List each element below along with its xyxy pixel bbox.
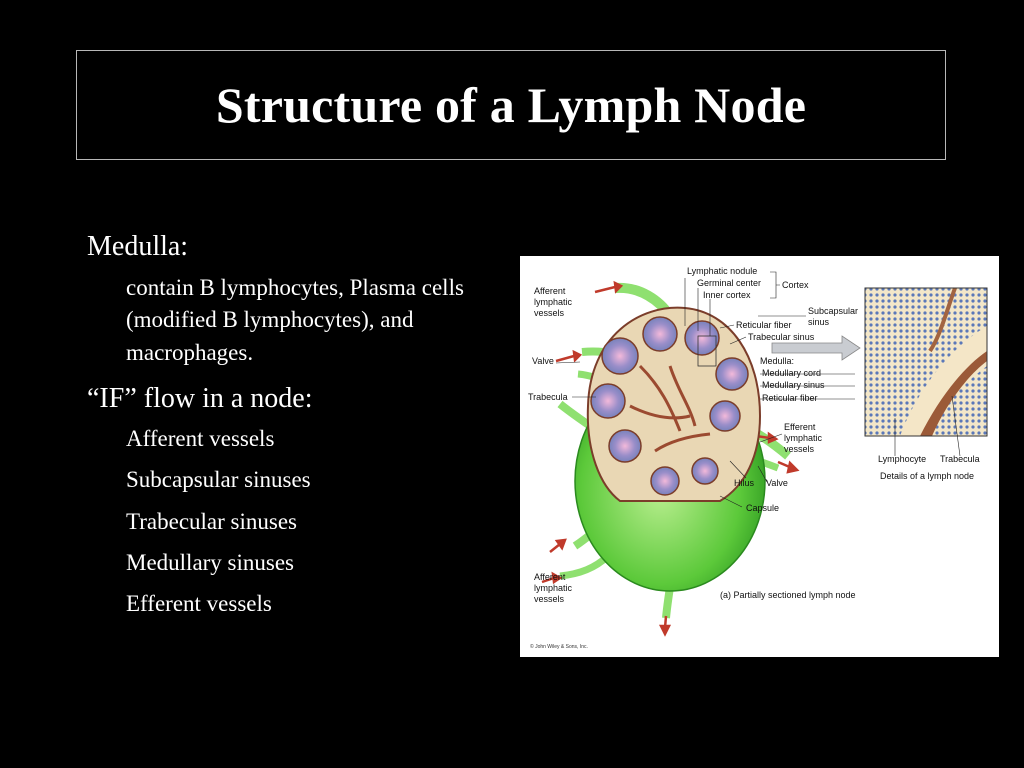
slide-title: Structure of a Lymph Node	[215, 77, 807, 133]
label-afferent-top: lymphatic	[534, 297, 573, 307]
detail-panel	[864, 287, 988, 437]
label-efferent: lymphatic	[784, 433, 823, 443]
label-trabecula: Trabecula	[528, 392, 568, 402]
flow-item: Medullary sinuses	[126, 549, 295, 575]
figure-caption: (a) Partially sectioned lymph node	[720, 590, 856, 600]
label-afferent-top: Afferent	[534, 286, 566, 296]
label-subcapsular-sinus: Subcapsular	[808, 306, 858, 316]
label-efferent: vessels	[784, 444, 815, 454]
flow-arrows	[541, 280, 800, 637]
medulla-heading: Medulla:	[87, 231, 189, 262]
label-subcapsular-sinus: sinus	[808, 317, 830, 327]
lymph-node-figure: Lymphatic nodule Germinal center Inner c…	[520, 256, 999, 657]
text-column: Medulla: contain B lymphocytes, Plasma c…	[87, 230, 507, 629]
label-afferent-bottom: vessels	[534, 594, 565, 604]
label-afferent-bottom: Afferent	[534, 572, 566, 582]
label-medullary-sinus: Medullary sinus	[762, 380, 825, 390]
label-inner-cortex: Inner cortex	[703, 290, 751, 300]
leader-lines	[555, 271, 961, 508]
title-box: Structure of a Lymph Node	[76, 50, 946, 160]
label-lymphocyte: Lymphocyte	[878, 454, 926, 464]
flow-heading: “IF” flow in a node:	[87, 382, 313, 414]
detail-caption: Details of a lymph node	[880, 471, 974, 481]
label-valve: Valve	[532, 356, 554, 366]
flow-item: Efferent vessels	[126, 590, 272, 616]
flow-item: Afferent vessels	[126, 426, 275, 452]
label-afferent-bottom: lymphatic	[534, 583, 573, 593]
zoom-arrow	[771, 335, 861, 361]
lymph-node-body	[574, 306, 766, 592]
flow-list: Afferent vessels Subcapsular sinuses Tra…	[87, 423, 507, 620]
flow-item: Trabecular sinuses	[126, 508, 297, 534]
label-reticular-fiber: Reticular fiber	[736, 320, 792, 330]
label-medulla: Medulla:	[760, 356, 794, 366]
label-capsule: Capsule	[746, 503, 779, 513]
label-cortex: Cortex	[782, 280, 809, 290]
flow-item: Subcapsular sinuses	[126, 467, 311, 493]
label-hilus: Hilus	[734, 478, 755, 488]
medulla-description: contain B lymphocytes, Plasma cells (mod…	[126, 274, 464, 365]
copyright: © John Wiley & Sons, Inc.	[530, 643, 588, 650]
label-afferent-top: vessels	[534, 308, 565, 318]
label-medullary-cord: Medullary cord	[762, 368, 821, 378]
lymph-node-diagram: Lymphatic nodule Germinal center Inner c…	[528, 266, 988, 650]
label-germinal-center: Germinal center	[697, 278, 761, 288]
label-trabecular-sinus: Trabecular sinus	[748, 332, 815, 342]
label-trabecula-detail: Trabecula	[940, 454, 980, 464]
label-lymphatic-nodule: Lymphatic nodule	[687, 266, 757, 276]
diagram-labels: Lymphatic nodule Germinal center Inner c…	[528, 266, 980, 650]
label-valve-bottom: Valve	[766, 478, 788, 488]
label-efferent: Efferent	[784, 422, 816, 432]
label-reticular-fiber-2: Reticular fiber	[762, 393, 818, 403]
